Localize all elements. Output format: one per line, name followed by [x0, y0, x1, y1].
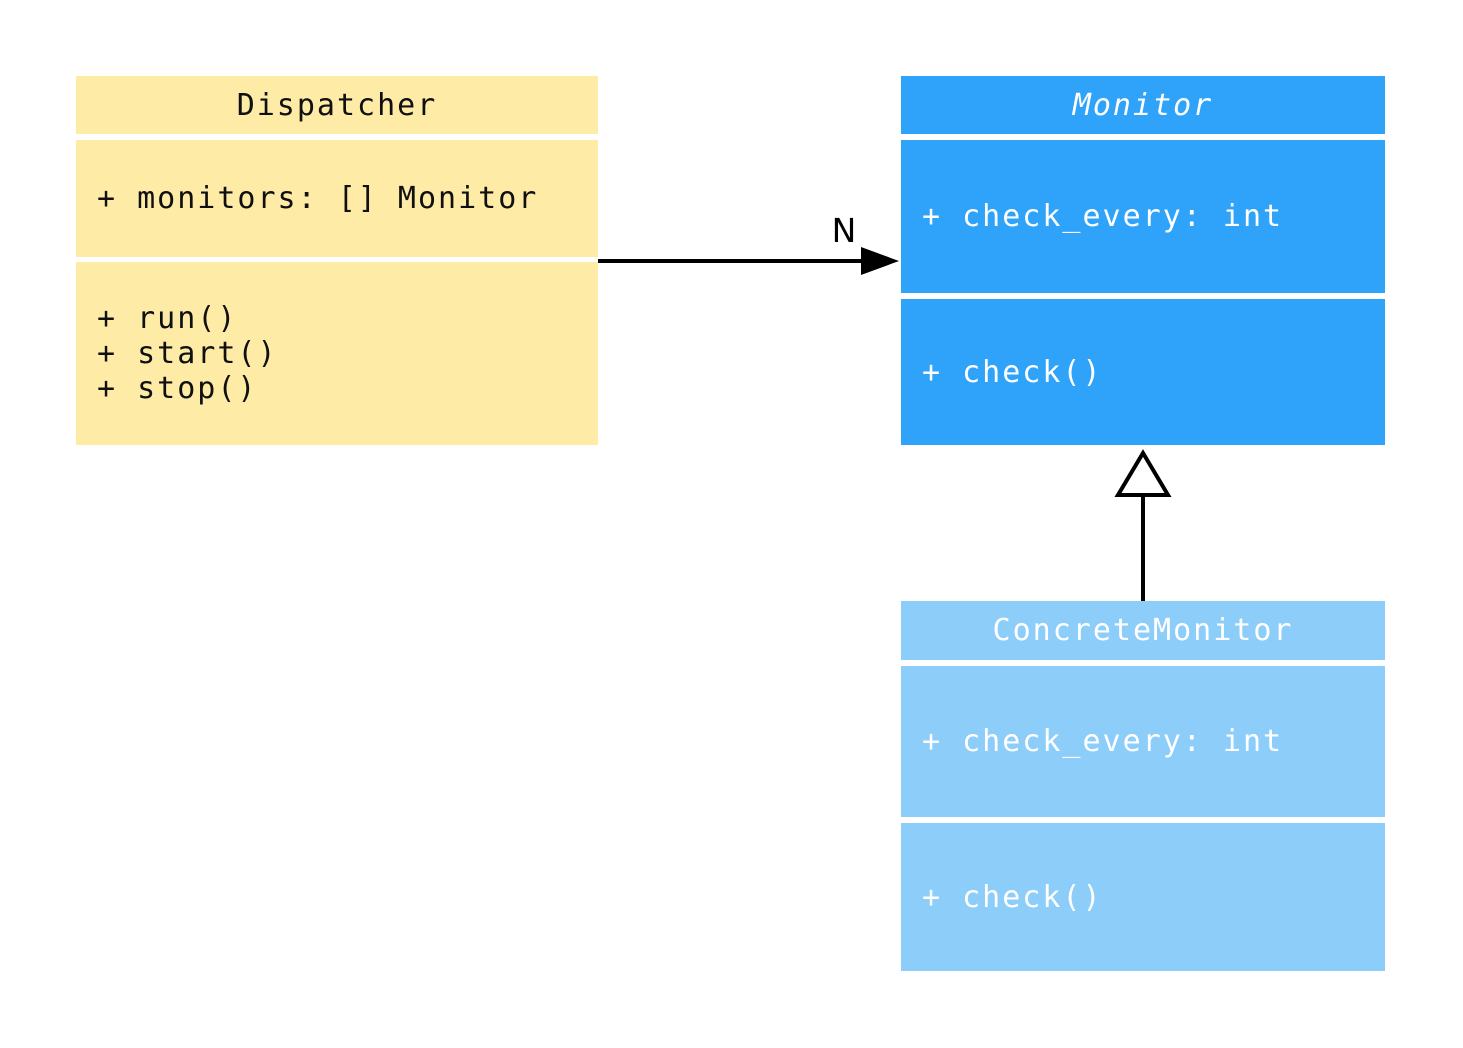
- class-title: ConcreteMonitor: [901, 601, 1385, 660]
- association-edge: N: [598, 211, 899, 275]
- method-line: + stop(): [97, 371, 258, 406]
- class-attributes-section: + monitors: [] Monitor: [76, 140, 598, 257]
- class-methods-section: + check(): [901, 823, 1385, 971]
- class-attributes-section: + check_every: int: [901, 666, 1385, 817]
- method-line: + run(): [97, 301, 238, 336]
- class-attributes-section: + check_every: int: [901, 140, 1385, 293]
- class-name-label: Dispatcher: [236, 87, 438, 123]
- method-line: + start(): [97, 336, 278, 371]
- attribute-line: + monitors: [] Monitor: [97, 181, 539, 216]
- class-methods-section: + run() + start() + stop(): [76, 262, 598, 445]
- class-node-monitor: Monitor + check_every: int + check(): [901, 76, 1385, 445]
- class-methods-section: + check(): [901, 299, 1385, 445]
- class-name-label: Monitor: [1072, 87, 1214, 123]
- attribute-line: + check_every: int: [922, 199, 1284, 234]
- class-title: Monitor: [901, 76, 1385, 134]
- method-line: + check(): [922, 354, 1103, 390]
- method-line: + check(): [922, 879, 1103, 915]
- association-multiplicity-label: N: [832, 211, 857, 250]
- class-node-concrete-monitor: ConcreteMonitor + check_every: int + che…: [901, 601, 1385, 971]
- class-node-dispatcher: Dispatcher + monitors: [] Monitor + run(…: [76, 76, 598, 445]
- filled-arrowhead-icon: [861, 247, 899, 275]
- inheritance-edge: [1114, 449, 1172, 601]
- hollow-triangle-arrowhead-icon: [1114, 449, 1172, 497]
- class-name-label: ConcreteMonitor: [992, 613, 1294, 648]
- attribute-line: + check_every: int: [922, 724, 1284, 759]
- class-title: Dispatcher: [76, 76, 598, 134]
